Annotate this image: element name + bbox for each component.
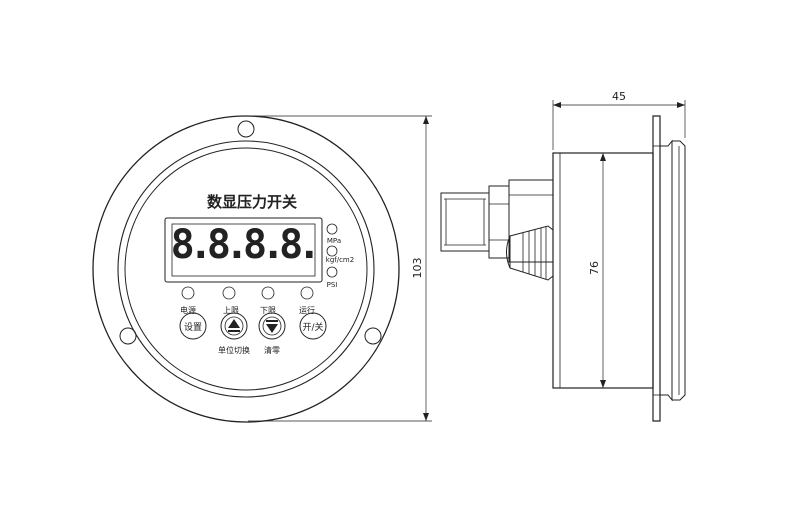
unit-led-psi — [326, 266, 338, 278]
body-height-dimension: 76 — [588, 153, 606, 388]
unit-label-psi: PSI — [327, 281, 338, 289]
depth-dimension: 45 — [552, 90, 686, 150]
front-view: 数显压力开关 8.8.8.8. MPa kgf/cm2 PSI 电源 上限 下限… — [92, 115, 432, 423]
gland-body — [509, 225, 554, 281]
mounting-hole-right — [364, 327, 382, 345]
side-view: 45 76 — [440, 90, 686, 422]
arrow-right-icon — [677, 102, 685, 108]
down-button-inner — [262, 316, 282, 336]
dim-body-value: 76 — [588, 261, 601, 275]
unit-switch-label: 单位切换 — [218, 345, 250, 355]
status-label-power: 电源 — [180, 305, 196, 315]
up-button-inner — [224, 316, 244, 336]
triangle-down-icon — [266, 324, 278, 333]
hex-nut — [488, 185, 510, 259]
status-led-run — [300, 286, 314, 300]
set-button-body[interactable] — [179, 312, 207, 340]
status-label-run: 运行 — [299, 305, 315, 315]
up-button[interactable] — [220, 312, 248, 340]
flange-plate — [652, 115, 661, 422]
set-button-label: 设置 — [184, 322, 202, 333]
down-icon-bar — [266, 320, 278, 322]
up-button-body[interactable] — [220, 312, 248, 340]
arrow-body-down-icon — [600, 380, 606, 388]
display-digit-readout: 8.8.8.8. — [171, 222, 316, 268]
down-button-body[interactable] — [258, 312, 286, 340]
unit-indicators: MPa kgf/cm2 PSI — [326, 223, 354, 289]
status-led-high — [222, 286, 236, 300]
down-button[interactable] — [258, 312, 286, 340]
arrow-left-icon — [553, 102, 561, 108]
unit-label-kgf: kgf/cm2 — [326, 256, 354, 264]
arrow-down-icon — [423, 413, 429, 421]
status-label-low: 下限 — [260, 306, 276, 315]
stop-button-label: 开/关 — [302, 321, 323, 333]
dim-height-value: 103 — [411, 258, 424, 279]
glass-front — [672, 140, 686, 401]
mounting-hole-left — [119, 327, 137, 345]
mounting-hole-top — [237, 120, 255, 138]
inner-face — [124, 147, 368, 391]
status-led-power — [181, 286, 195, 300]
up-icon-bar — [228, 330, 240, 332]
status-indicators: 电源 上限 下限 运行 — [180, 286, 315, 315]
set-button[interactable]: 设置 — [179, 312, 207, 340]
status-led-low — [261, 286, 275, 300]
triangle-up-icon — [228, 319, 240, 328]
clear-label: 清零 — [264, 345, 280, 355]
display-inner — [171, 223, 316, 277]
bezel-ring — [117, 140, 375, 398]
cable-gland — [506, 225, 554, 281]
stop-button[interactable]: 开/关 — [299, 312, 327, 340]
outer-flange — [92, 115, 400, 423]
thread-connector — [440, 192, 490, 252]
neck — [508, 179, 554, 263]
arrow-body-up-icon — [600, 153, 606, 161]
gland-cap — [506, 235, 511, 269]
status-label-high: 上限 — [223, 306, 239, 315]
device-title: 数显压力开关 — [207, 193, 297, 211]
dim-depth-value: 45 — [612, 90, 626, 103]
arrow-up-icon — [423, 116, 429, 124]
unit-led-kgf — [326, 245, 338, 257]
unit-led-mpa — [326, 223, 338, 235]
stop-button-body[interactable] — [299, 312, 327, 340]
height-dimension: 103 — [248, 115, 432, 422]
bezel-profile — [660, 139, 673, 402]
control-buttons: 设置 开/关 单位切换 清零 — [179, 312, 327, 355]
unit-label-mpa: MPa — [327, 237, 341, 245]
display-window — [164, 217, 323, 283]
